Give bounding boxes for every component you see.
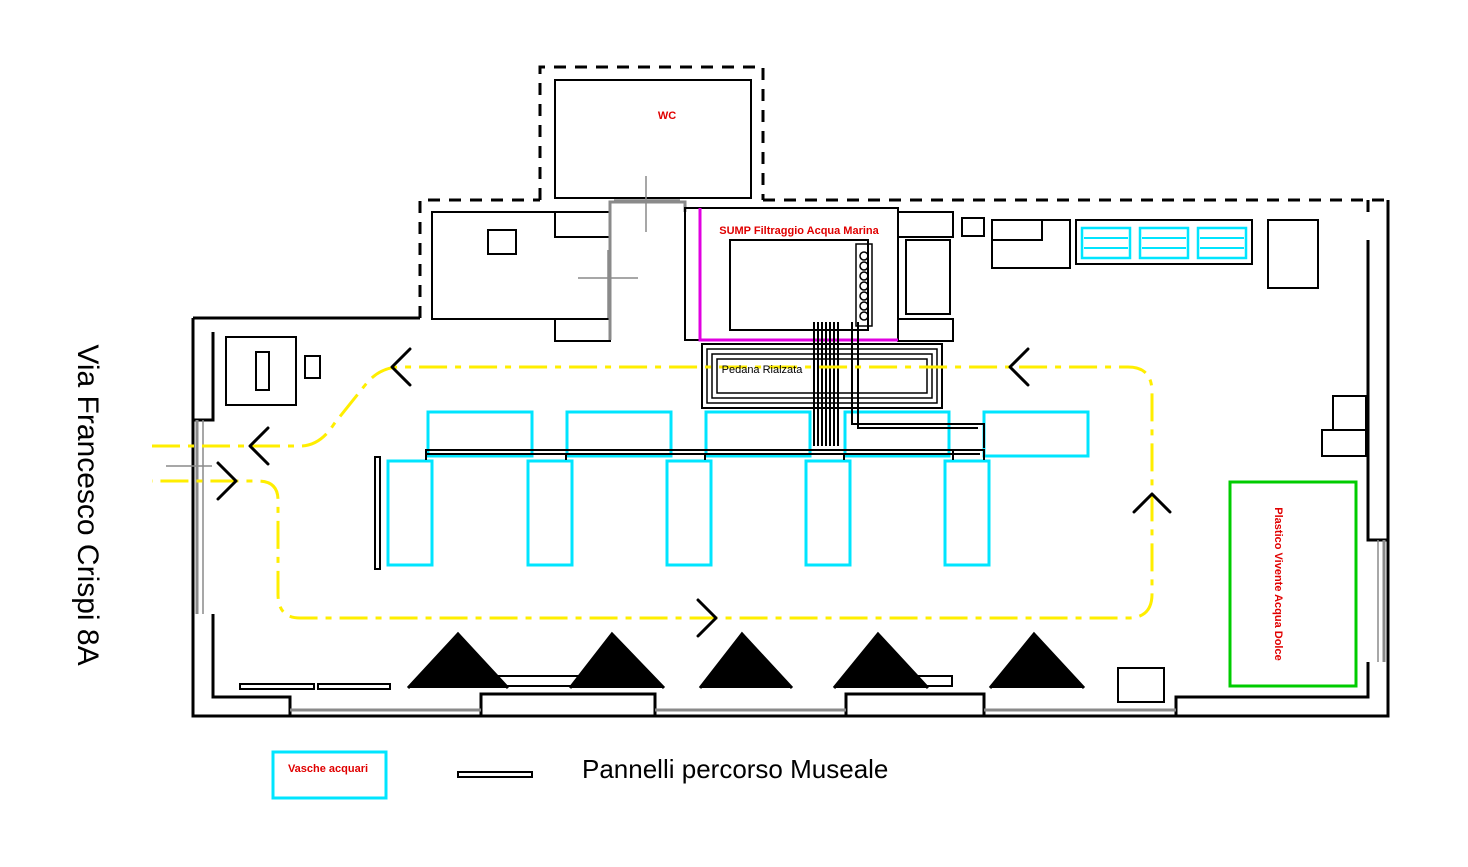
plastico-outline — [1228, 480, 1358, 688]
legend-tank-label: Vasche acquari — [288, 763, 368, 775]
path-arrows — [216, 347, 1172, 638]
wc-label: WC — [658, 110, 676, 122]
pedana-label: Pedana Rialzata — [722, 364, 804, 376]
tank — [426, 410, 534, 458]
chevron-icon — [216, 461, 238, 501]
chevron-icon — [696, 598, 718, 638]
legend-panel-swatch — [457, 771, 533, 778]
tank — [665, 459, 713, 567]
street-label: Via Francesco Crispi 8A — [71, 344, 104, 665]
tank-group-upper-right — [1080, 226, 1248, 260]
aquarium-tanks — [386, 219, 1253, 567]
legend-tank-swatch — [271, 750, 388, 800]
legend-panel-label: Pannelli percorso Museale — [582, 754, 888, 784]
chevron-icon — [390, 347, 412, 387]
chevron-icon — [248, 426, 270, 466]
tank — [386, 459, 434, 567]
sump-filter-cells — [855, 243, 873, 327]
chevron-icon — [1008, 347, 1030, 387]
sump-label: SUMP Filtraggio Acqua Marina — [719, 225, 879, 237]
plastico-label: Plastico Vivente Acqua Dolce — [1272, 507, 1284, 660]
tank — [704, 410, 812, 458]
chevron-icon — [1132, 492, 1172, 514]
upper-rooms — [225, 79, 1367, 703]
tank — [526, 459, 574, 567]
legend: Vasche acquari Pannelli percorso Museale — [271, 750, 888, 800]
visitor-path — [152, 365, 1154, 620]
tank — [804, 459, 852, 567]
museum-panels — [239, 456, 1086, 690]
sump-outline — [698, 208, 898, 342]
water-pipes — [425, 322, 985, 460]
outer-walls — [191, 65, 1390, 718]
tank — [982, 410, 1090, 458]
tank — [943, 459, 991, 567]
tank — [565, 410, 673, 458]
tank — [843, 410, 951, 458]
